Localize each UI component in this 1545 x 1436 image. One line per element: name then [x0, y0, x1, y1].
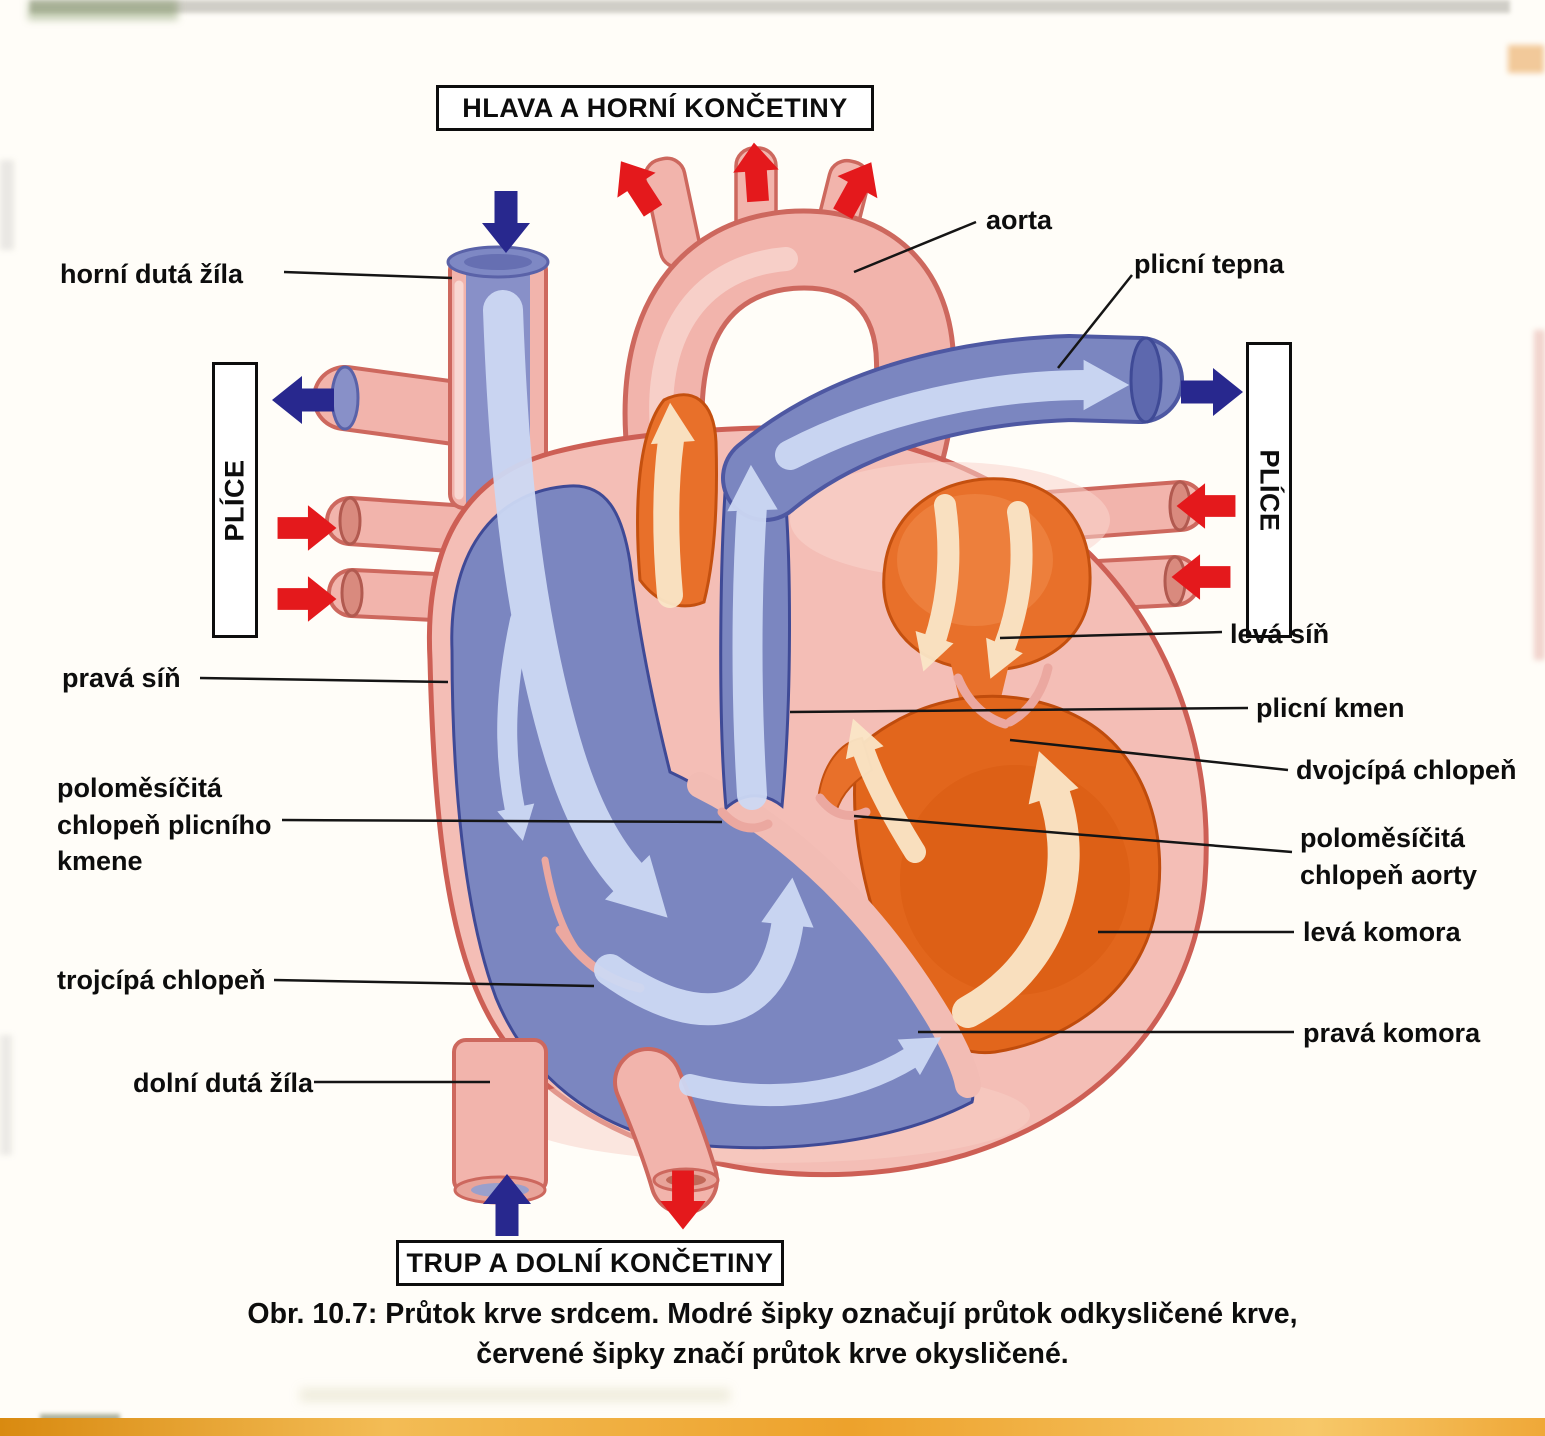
- label-tricuspid-valve: trojcípá chlopeň: [57, 965, 266, 995]
- leader-line: [281, 818, 723, 824]
- label-bicuspid-valve: dvojcípá chlopeň: [1296, 755, 1517, 785]
- box-left-lung-label: PLÍCE: [219, 458, 250, 542]
- leader-line: [199, 676, 449, 684]
- leader-line: [1057, 274, 1133, 369]
- flow-arrow: [775, 359, 1130, 470]
- leader-line: [853, 814, 1293, 854]
- label-aorta: aorta: [986, 205, 1053, 235]
- blue-arrow-icon: [1181, 368, 1243, 416]
- label-pulmonary-trunk: plicní kmen: [1256, 693, 1405, 723]
- figure-caption-line1: Obr. 10.7: Průtok krve srdcem. Modré šip…: [247, 1298, 1298, 1330]
- page-bottom-bar: [0, 1418, 1545, 1436]
- leader-line: [1009, 738, 1289, 772]
- flow-arrows-deoxygenated: [483, 290, 1130, 1107]
- box-trunk-lower-limbs: TRUP A DOLNÍ KONČETINY: [396, 1240, 784, 1286]
- label-left-atrium: levá síň: [1230, 619, 1330, 649]
- flow-arrow: [594, 874, 819, 1026]
- flow-arrow: [725, 463, 778, 810]
- label-right-ventricle: pravá komora: [1303, 1018, 1481, 1048]
- flow-arrow: [483, 290, 690, 940]
- label-semilunar-valve-aorta: poloměsíčitá chlopeň aorty: [1300, 823, 1478, 890]
- leader-line: [273, 978, 595, 988]
- leader-line: [853, 220, 977, 274]
- leader-line: [283, 270, 453, 280]
- leader-line: [789, 706, 1249, 714]
- box-right-lung: PLÍCE: [1246, 342, 1292, 638]
- label-left-ventricle: levá komora: [1303, 917, 1461, 947]
- flow-arrow: [904, 494, 960, 678]
- leader-line: [999, 630, 1223, 640]
- label-inferior-vena-cava: dolní dutá žíla: [133, 1068, 313, 1098]
- leader-lines: [199, 220, 1294, 1084]
- flow-arrow: [971, 501, 1033, 687]
- label-semilunar-valve-pulmonary: poloměsíčitá chlopeň plicního kmene: [57, 773, 272, 877]
- flow-arrow: [952, 742, 1080, 1028]
- label-superior-vena-cava: horní dutá žíla: [60, 259, 244, 289]
- figure-caption-line2: červené šipky značí průtok krve okysliče…: [476, 1338, 1069, 1370]
- flow-arrow: [679, 1019, 953, 1107]
- mitral-valve-flap: [953, 673, 1010, 729]
- box-head-upper-limbs: HLAVA A HORNÍ KONČETINY: [436, 85, 874, 131]
- flow-arrow: [648, 401, 695, 608]
- pulmonary-valve-flap: [717, 807, 773, 833]
- flow-arrows-oxygenated: [648, 401, 1080, 1028]
- label-pulmonary-artery: plicní tepna: [1134, 249, 1285, 279]
- aortic-valve-flap: [815, 793, 871, 820]
- mitral-valve-flap: [1005, 663, 1053, 727]
- inferior-vena-cava-vessel: [452, 1038, 548, 1205]
- label-right-atrium: pravá síň: [62, 663, 181, 693]
- red-arrow-icon: [277, 576, 337, 622]
- box-left-lung: PLÍCE: [212, 362, 258, 638]
- box-right-lung-label: PLÍCE: [1254, 448, 1285, 532]
- box-trunk-lower-limbs-label: TRUP A DOLNÍ KONČETINY: [406, 1247, 774, 1278]
- flow-arrow: [497, 610, 542, 845]
- tricuspid-valve-flap: [541, 856, 582, 956]
- flow-arrow: [834, 712, 926, 863]
- blue-arrow-icon: [482, 191, 530, 253]
- box-head-upper-limbs-label: HLAVA A HORNÍ KONČETINY: [462, 92, 848, 123]
